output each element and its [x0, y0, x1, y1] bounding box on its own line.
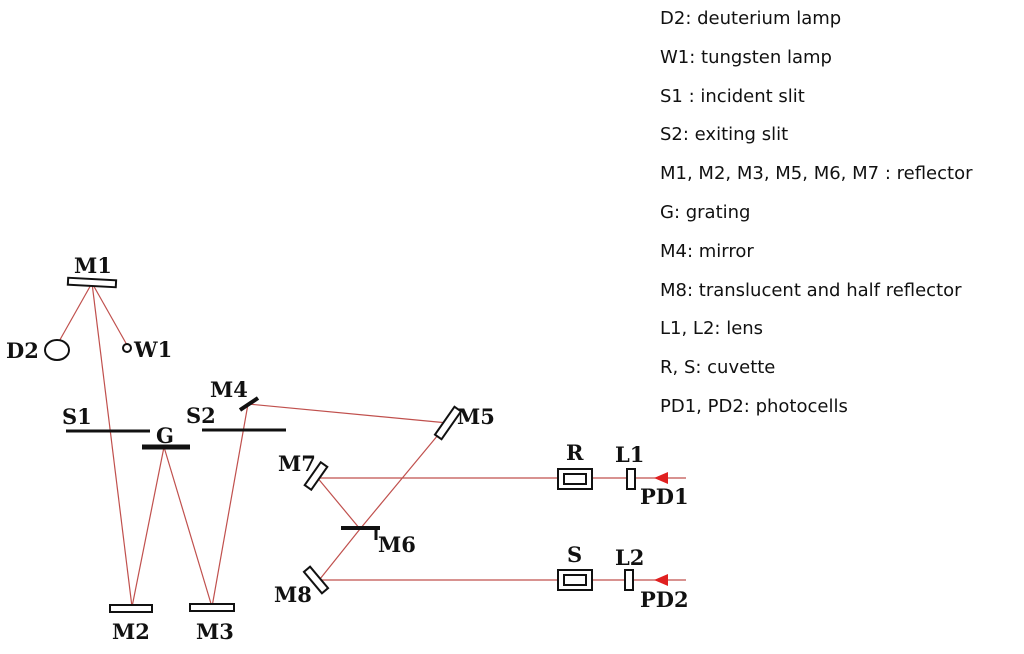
- lens-l2: [624, 569, 634, 591]
- label-m4: M4: [210, 377, 248, 402]
- beam-m4-m5: [247, 403, 449, 424]
- beam-d2-m1: [56, 282, 93, 346]
- reflector-m2: [109, 604, 153, 613]
- deuterium-lamp-d2: [44, 339, 70, 361]
- label-w1: W1: [133, 337, 172, 362]
- legend-item-reflectors: M1, M2, M3, M5, M6, M7 : reflector: [660, 163, 973, 185]
- photocell-pd1-arrow: [654, 472, 668, 484]
- label-d2: D2: [6, 338, 39, 363]
- beam-m6-m8: [315, 528, 361, 585]
- legend-item-m8: M8: translucent and half reflector: [660, 279, 962, 301]
- legend-item-m4: M4: mirror: [660, 240, 754, 262]
- label-m3: M3: [196, 619, 234, 644]
- label-s1: S1: [62, 404, 92, 429]
- legend-item-s2: S2: exiting slit: [660, 124, 789, 146]
- legend-item-s1: S1 : incident slit: [660, 85, 805, 107]
- translucent-half-reflector-m8: [302, 565, 330, 595]
- label-g: G: [156, 423, 174, 448]
- cuvette-s-inner: [563, 574, 587, 586]
- label-m7: M7: [278, 451, 316, 476]
- beam-m1-m2: [91, 282, 133, 608]
- reflector-m3: [189, 603, 235, 612]
- reflector-m1: [66, 276, 118, 289]
- label-m8: M8: [274, 582, 312, 607]
- label-m6: M6: [378, 532, 416, 557]
- label-m5: M5: [457, 404, 495, 429]
- beam-w1-m1: [91, 282, 128, 346]
- lens-l1: [626, 468, 636, 490]
- label-m2: M2: [112, 619, 150, 644]
- reflector-m5: [433, 405, 463, 441]
- label-s: S: [567, 542, 582, 567]
- label-l1: L1: [615, 442, 644, 467]
- label-pd2: PD2: [640, 587, 689, 612]
- label-pd1: PD1: [640, 484, 689, 509]
- beam-m7-m6: [315, 475, 361, 530]
- beam-m3-m4: [211, 403, 249, 608]
- tungsten-lamp-w1: [122, 343, 132, 353]
- cuvette-r-inner: [563, 473, 587, 485]
- photocell-pd2-arrow: [654, 574, 668, 586]
- label-l2: L2: [615, 545, 644, 570]
- legend-item-photocells: PD1, PD2: photocells: [660, 395, 848, 417]
- legend-item-g: G: grating: [660, 201, 751, 223]
- reflector-m7: [303, 460, 329, 492]
- beam-g-m3: [163, 446, 213, 608]
- legend-item-lenses: L1, L2: lens: [660, 318, 764, 340]
- beam-m5-m6: [359, 422, 449, 530]
- legend: D2: deuterium lamp W1: tungsten lamp S1 …: [660, 4, 1024, 431]
- label-r: R: [566, 440, 584, 465]
- label-s2: S2: [186, 403, 216, 428]
- label-m1: M1: [74, 253, 112, 278]
- legend-item-cuvettes: R, S: cuvette: [660, 357, 776, 379]
- mirror-m4: [238, 396, 260, 412]
- legend-item-w1: W1: tungsten lamp: [660, 46, 832, 68]
- beam-m2-g: [131, 446, 165, 608]
- legend-item-d2: D2: deuterium lamp: [660, 8, 842, 29]
